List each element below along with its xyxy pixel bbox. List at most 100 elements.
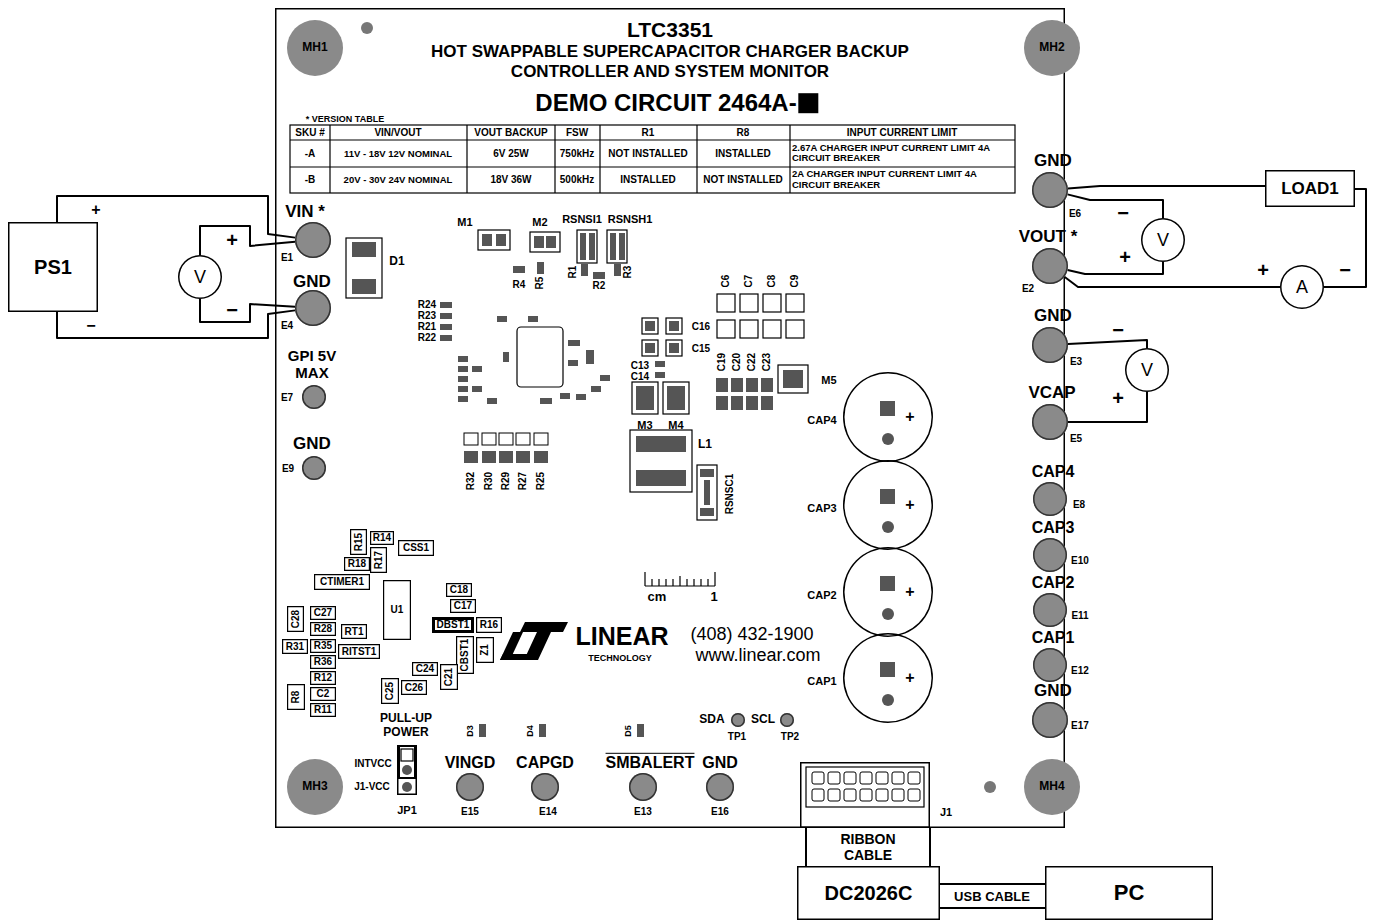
node-text: + [905, 669, 914, 687]
silkscreen-label: M3 [637, 419, 652, 432]
part-outline: CSS1 [398, 540, 434, 556]
node-text: E15 [461, 806, 479, 818]
node-text: VINGD [445, 754, 496, 772]
part-outline: R8 [287, 684, 305, 710]
node-text: E2 [1022, 283, 1034, 295]
silkscreen-label: 1 [710, 590, 717, 605]
part-outline: Z1 [476, 637, 494, 663]
power-supply: PS1 [8, 222, 98, 312]
node-text: JP1 [397, 804, 417, 817]
node-text: R15 [353, 533, 365, 551]
supercapacitor: CAP3+ [843, 460, 933, 550]
silkscreen-label: SKU # [295, 127, 324, 139]
part-outline: DBST1 [432, 617, 474, 633]
silkscreen-label: R1 [642, 127, 655, 139]
part-outline: C18 [446, 583, 472, 597]
node-text: E3 [1070, 356, 1082, 368]
silkscreen-label: C23 [761, 353, 773, 371]
node-text: CSS1 [403, 542, 429, 554]
node-text: GND [1034, 151, 1072, 171]
node-text: R18 [348, 558, 366, 570]
silkscreen-label: 11V - 18V 12V NOMINAL [344, 148, 452, 159]
silkscreen-label: TECHNOLOGY [588, 653, 652, 663]
node-text: J1 [940, 806, 952, 819]
silkscreen-label: R2 [593, 280, 606, 292]
part-outline: C25 [381, 678, 399, 704]
silkscreen-label: FSW [566, 127, 588, 139]
silkscreen-label: M1 [457, 216, 472, 229]
silkscreen-label: RSNSI1 [562, 213, 602, 226]
node-text: RITST1 [342, 646, 376, 658]
node-text: V [1157, 230, 1169, 251]
silkscreen-label: NOT INSTALLED [608, 148, 687, 160]
wire [1067, 194, 1163, 218]
board-title: LTC3351 [627, 18, 713, 42]
silkscreen-label: VIN/VOUT [374, 127, 421, 139]
node-text: HOT SWAPPABLE SUPERCAPACITOR CHARGER BAC… [390, 42, 950, 81]
silkscreen-label: www.linear.com [695, 645, 820, 666]
part-outline: C17 [450, 599, 476, 613]
node-text: E12 [1071, 665, 1089, 677]
node-text: J1-VCC [354, 781, 390, 793]
node-text: SMBALERT [606, 754, 695, 772]
silkscreen-label: R27 [517, 472, 529, 490]
silkscreen-label: + [1112, 387, 1124, 410]
silkscreen-label: -A [305, 148, 316, 160]
part-outline: CBST1 [456, 636, 474, 674]
part-outline: C21 [440, 664, 458, 690]
node-text: E14 [539, 806, 557, 818]
node-text: C2 [317, 688, 330, 700]
mounting-hole: MH1 [287, 20, 343, 76]
node-text: VOUT * [1019, 227, 1078, 247]
silkscreen-label: + [1119, 246, 1131, 269]
ammeter: A [1280, 265, 1324, 309]
silkscreen-label: 750kHz [560, 148, 594, 160]
silkscreen-label: 500kHz [560, 174, 594, 186]
node-text: E17 [1071, 720, 1089, 732]
part-outline: C26 [401, 680, 427, 695]
node-text: TP1 [728, 731, 746, 743]
wire [1068, 262, 1163, 274]
silkscreen-label: C6 [720, 275, 732, 288]
node-text: R31 [286, 641, 304, 653]
silkscreen-label: M4 [668, 419, 683, 432]
turret: VCAPE5 [1032, 404, 1068, 440]
turret: GNDE16 [706, 773, 734, 801]
silkscreen-label: cm [648, 590, 667, 605]
node-text: GND [1034, 306, 1072, 326]
part-outline: C28 [287, 606, 305, 632]
node-text: CAP3 [1032, 519, 1075, 537]
part-outline: R16 [476, 617, 502, 633]
turret: SDATP1 [731, 713, 745, 727]
node-text: + [905, 496, 914, 514]
node-text: INTVCC [354, 758, 391, 770]
silkscreen-label: D1 [389, 255, 404, 269]
silkscreen-label: R3 [622, 266, 634, 279]
silkscreen-label: 2A CHARGER INPUT CURRENT LIMIT 4A CIRCUI… [792, 169, 1014, 191]
node-text: CAPGD [516, 754, 574, 772]
node-text: C25 [384, 682, 396, 700]
node-text: GND [293, 434, 331, 454]
wire [200, 299, 295, 322]
turret: GNDE6 [1032, 172, 1068, 208]
node-text: R17 [373, 551, 385, 569]
silkscreen-label: 2.67A CHARGER INPUT CURRENT LIMIT 4A CIR… [792, 143, 1014, 165]
node-text: C18 [450, 584, 468, 596]
part-outline: R15 [350, 529, 368, 555]
silkscreen-label: C15 [692, 343, 710, 355]
node-text: LOAD1 [1281, 179, 1339, 199]
node-text: R8 [290, 691, 302, 704]
turret: CAPGDE14 [531, 773, 559, 801]
silkscreen-label: R5 [534, 277, 546, 290]
turret: VINGDE15 [456, 773, 484, 801]
part-outline: CTIMER1 [314, 574, 370, 590]
silkscreen-label: R23 [418, 310, 436, 322]
node-text: R35 [314, 640, 332, 652]
silkscreen-label: C20 [731, 353, 743, 371]
node-text: VIN * [285, 202, 325, 222]
ribbon-connector: J1 [800, 762, 930, 828]
node-text: R28 [314, 623, 332, 635]
